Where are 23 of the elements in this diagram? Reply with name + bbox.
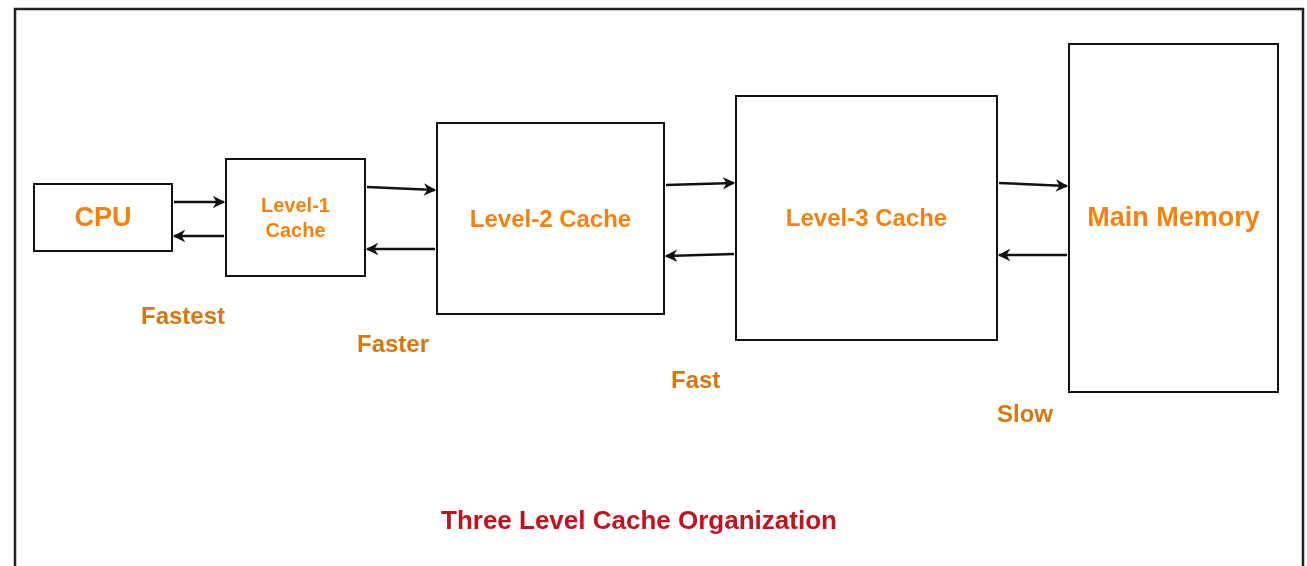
- arrow: [366, 183, 437, 196]
- box-label: CPU: [73, 200, 133, 234]
- speed-label: Fast: [671, 366, 721, 394]
- cache-box: [225, 158, 366, 277]
- box-label: Main Memory: [1086, 201, 1261, 235]
- arrow: [172, 229, 224, 243]
- cache-box: [735, 95, 998, 341]
- speed-label: Faster: [357, 330, 430, 358]
- arrow: [365, 242, 435, 256]
- box-label: Level-3 Cache: [784, 203, 949, 233]
- speed-label: Fastest: [141, 302, 226, 330]
- cache-box: [1068, 43, 1279, 393]
- arrow: [998, 179, 1069, 192]
- box-label: Level-2 Cache: [468, 203, 633, 234]
- arrow: [174, 195, 226, 209]
- arrow: [997, 248, 1067, 262]
- arrow: [665, 177, 736, 190]
- cpu-box: [33, 183, 173, 252]
- arrow: [664, 249, 735, 262]
- speed-label: Slow: [997, 400, 1053, 428]
- cache-box: [436, 122, 665, 315]
- box-label: Level-1 Cache: [260, 192, 331, 243]
- caption: Three Level Cache Organization: [441, 505, 837, 536]
